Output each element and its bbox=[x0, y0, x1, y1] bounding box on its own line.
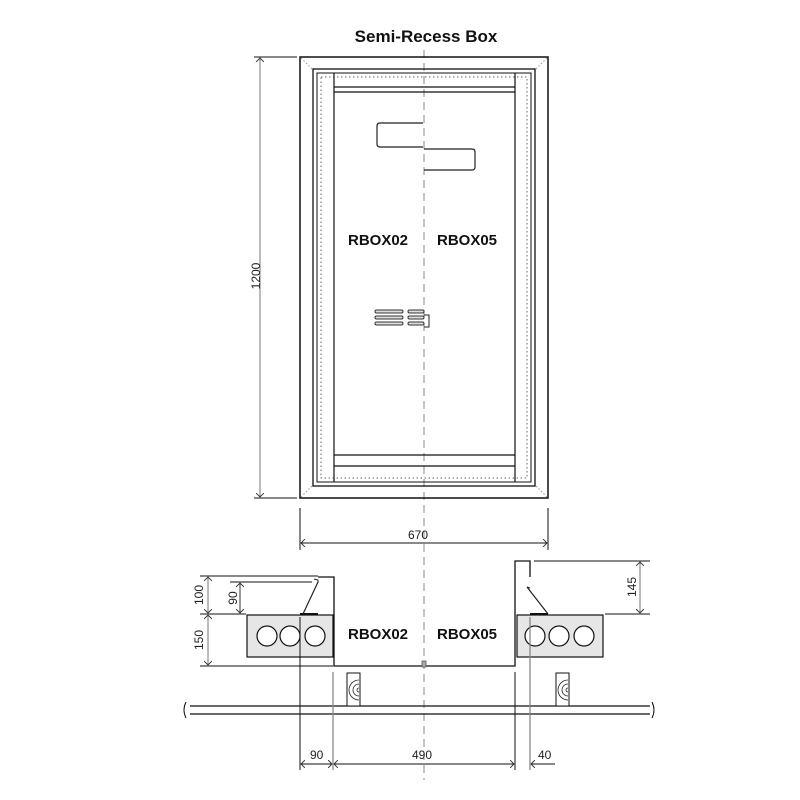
dim-left-150: 150 bbox=[192, 629, 206, 651]
dim-height-1200: 1200 bbox=[249, 262, 263, 290]
timber-stud-left bbox=[346, 672, 361, 707]
dim-bottom-490: 490 bbox=[412, 748, 433, 762]
inner-frame bbox=[312, 68, 536, 487]
vent-icon bbox=[374, 309, 425, 326]
dim-bottom-40: 40 bbox=[538, 748, 552, 762]
outer-frame bbox=[299, 56, 549, 499]
dim-bottom-90: 90 bbox=[310, 748, 324, 762]
drawing-title: Semi-Recess Box bbox=[354, 27, 498, 46]
dim-left-100: 100 bbox=[192, 584, 206, 606]
window-slot-left bbox=[376, 122, 423, 148]
box-section bbox=[318, 560, 531, 667]
dotted-outline bbox=[320, 76, 528, 479]
window-slot-right bbox=[424, 148, 476, 171]
front-label-rbox05: RBOX05 bbox=[437, 232, 498, 249]
dim-right-145: 145 bbox=[625, 576, 639, 598]
timber-stud-right bbox=[555, 672, 570, 707]
section-label-rbox02: RBOX02 bbox=[348, 626, 409, 643]
dim-width-670: 670 bbox=[408, 528, 429, 542]
front-label-rbox02: RBOX02 bbox=[348, 232, 409, 249]
section-view bbox=[183, 560, 655, 770]
dim-left-90: 90 bbox=[226, 591, 240, 605]
section-label-rbox05: RBOX05 bbox=[437, 626, 498, 643]
latch-icon bbox=[424, 314, 430, 328]
front-view bbox=[254, 50, 549, 780]
